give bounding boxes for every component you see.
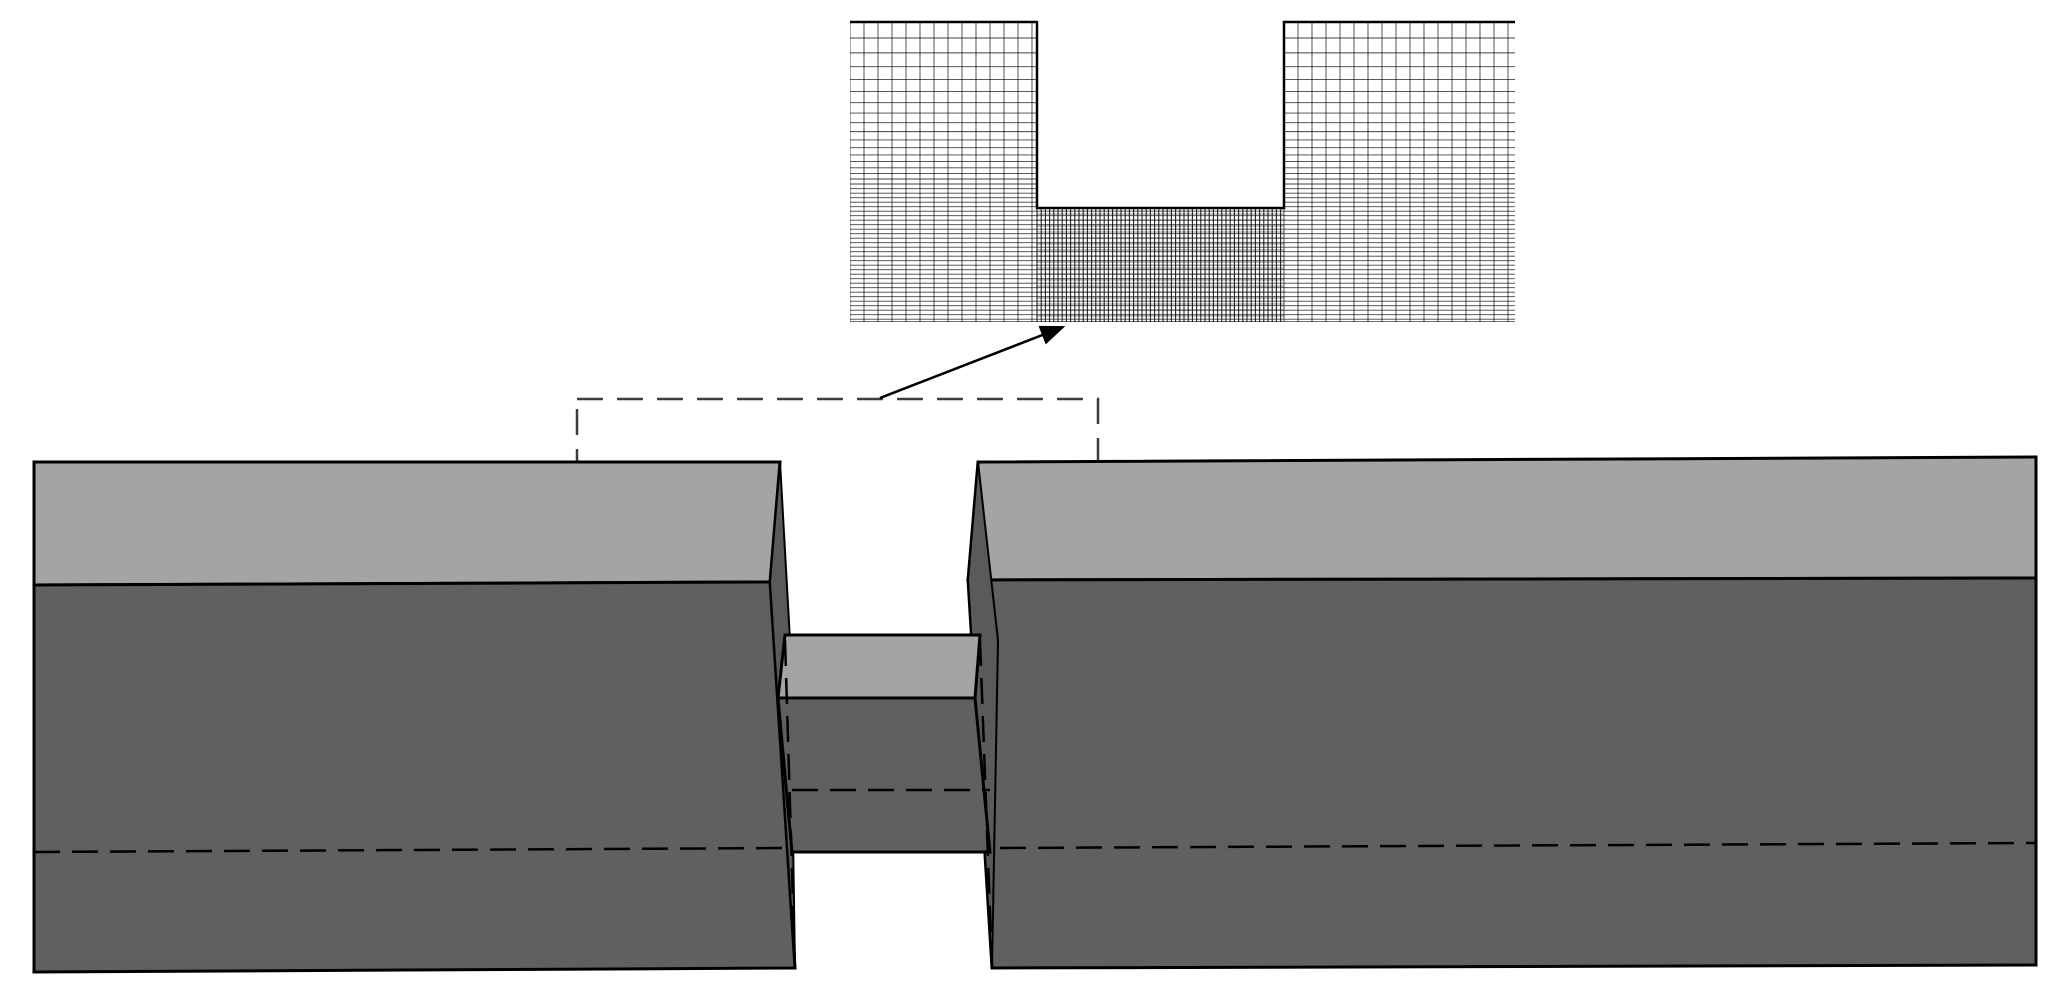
right-block-top-face [966, 455, 2038, 582]
solid-channel-model [32, 455, 2038, 974]
mesh-outline [850, 20, 1515, 210]
hidden-edges [33, 639, 2037, 969]
right-block-front-face [966, 576, 2038, 970]
left-block-top-face [32, 460, 782, 587]
throat-top-face [776, 633, 982, 700]
zoom-arrow [879, 325, 1066, 400]
mesh-grid-lines [850, 22, 1515, 322]
left-block-front-face [32, 580, 797, 974]
throat-front-face [776, 696, 992, 854]
mesh-inset [850, 20, 1515, 322]
